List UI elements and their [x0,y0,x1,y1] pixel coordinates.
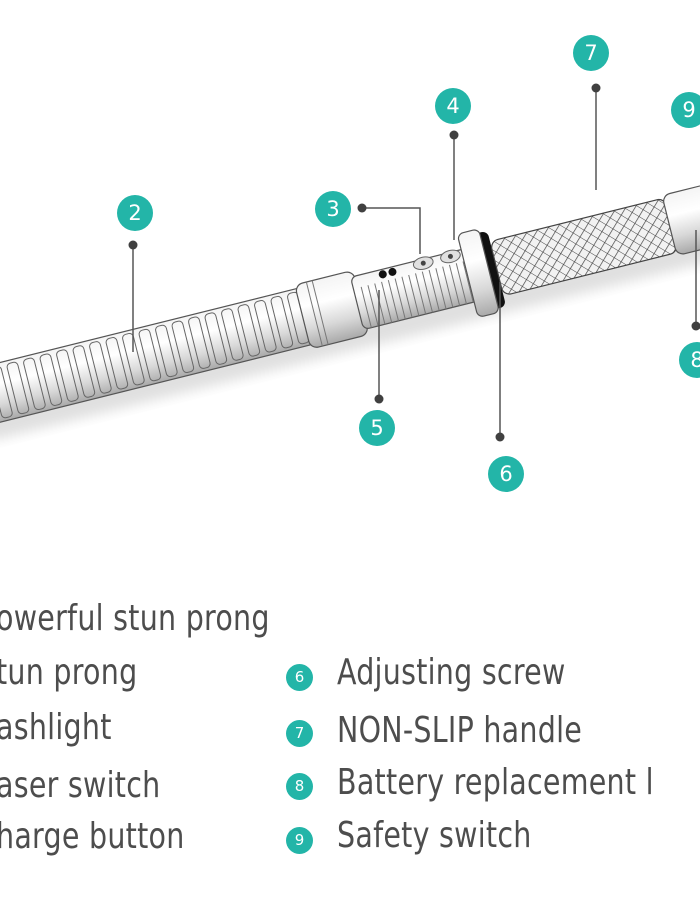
shaft-ridge [6,361,30,415]
switch-ring [462,261,474,303]
shaft-ridge [237,304,261,357]
switch-ring [387,280,399,322]
shaft-ridge [138,328,162,382]
shaft-ridge [0,365,13,419]
shaft-ridge [56,349,79,402]
legend-item-5: harge button [0,816,185,857]
callout-badge-5: 5 [359,410,395,446]
switch-ring [374,283,386,325]
shaft-ridge [122,332,145,386]
legend-badge-7: 7 [286,720,313,747]
callout-badge-8: 8 [679,342,700,378]
shaft-ridge [254,300,277,353]
shaft-ridge [155,324,178,378]
switch-ring [415,273,427,315]
callout-badge-9: 9 [671,92,700,128]
shaft-ridge [221,308,244,361]
callout-badge-6: 6 [488,456,524,492]
shaft-ridge [89,341,112,394]
switch-ring [381,281,393,323]
adjusting-screw [457,229,505,317]
laser-indicator-dot [378,270,387,279]
tail-cap [663,182,700,255]
callout-badge-4: 4 [435,88,471,124]
switch-ring [360,286,372,328]
callout-badge-2: 2 [117,195,153,231]
shaft-ridge [72,345,96,398]
switch-ring [455,263,467,305]
switch-section [351,248,480,329]
baton-illustration [0,83,700,442]
laser-indicator-dot [388,267,397,276]
legend-item-9: Safety switch [337,815,532,856]
legend-item-3: ashlight [0,707,112,748]
shaft-ridge [188,316,211,369]
legend-badge-8: 8 [286,773,313,800]
product-diagram: 2 3 4 5 6 7 8 9 [0,35,700,492]
leader-lines [132,90,697,435]
legend-item-7: NON-SLIP handle [337,710,583,751]
legend-badge-9: 9 [286,827,313,854]
legend-item-8: Battery replacement l [337,762,654,803]
legend-badge-6: 6 [286,664,313,691]
switch-ring [442,266,454,308]
legend-item-4: aser switch [0,765,161,806]
leader-dots [128,83,700,442]
shaft-ridge [270,295,294,349]
switch-ring [428,269,440,311]
callout-badge-7: 7 [573,35,609,71]
switch-ring [421,271,433,313]
legend-item-6: Adjusting screw [337,652,566,693]
switch-ring [367,285,379,327]
switch-ring [435,268,447,310]
legend-item-2: tun prong [0,652,138,693]
legend-item-1: owerful stun prong [0,598,270,639]
switch-ring [448,264,461,306]
switch-ring [394,278,406,320]
shaft-ridge [204,312,228,365]
shaft-ridge [39,353,63,406]
switch-ring [408,274,420,316]
shaft-ridge [171,320,195,374]
switch-ring [401,276,413,318]
shaft-ridge [105,337,129,390]
collar [295,271,368,348]
callout-badge-3: 3 [315,191,351,227]
shaft-ridge [23,357,46,411]
